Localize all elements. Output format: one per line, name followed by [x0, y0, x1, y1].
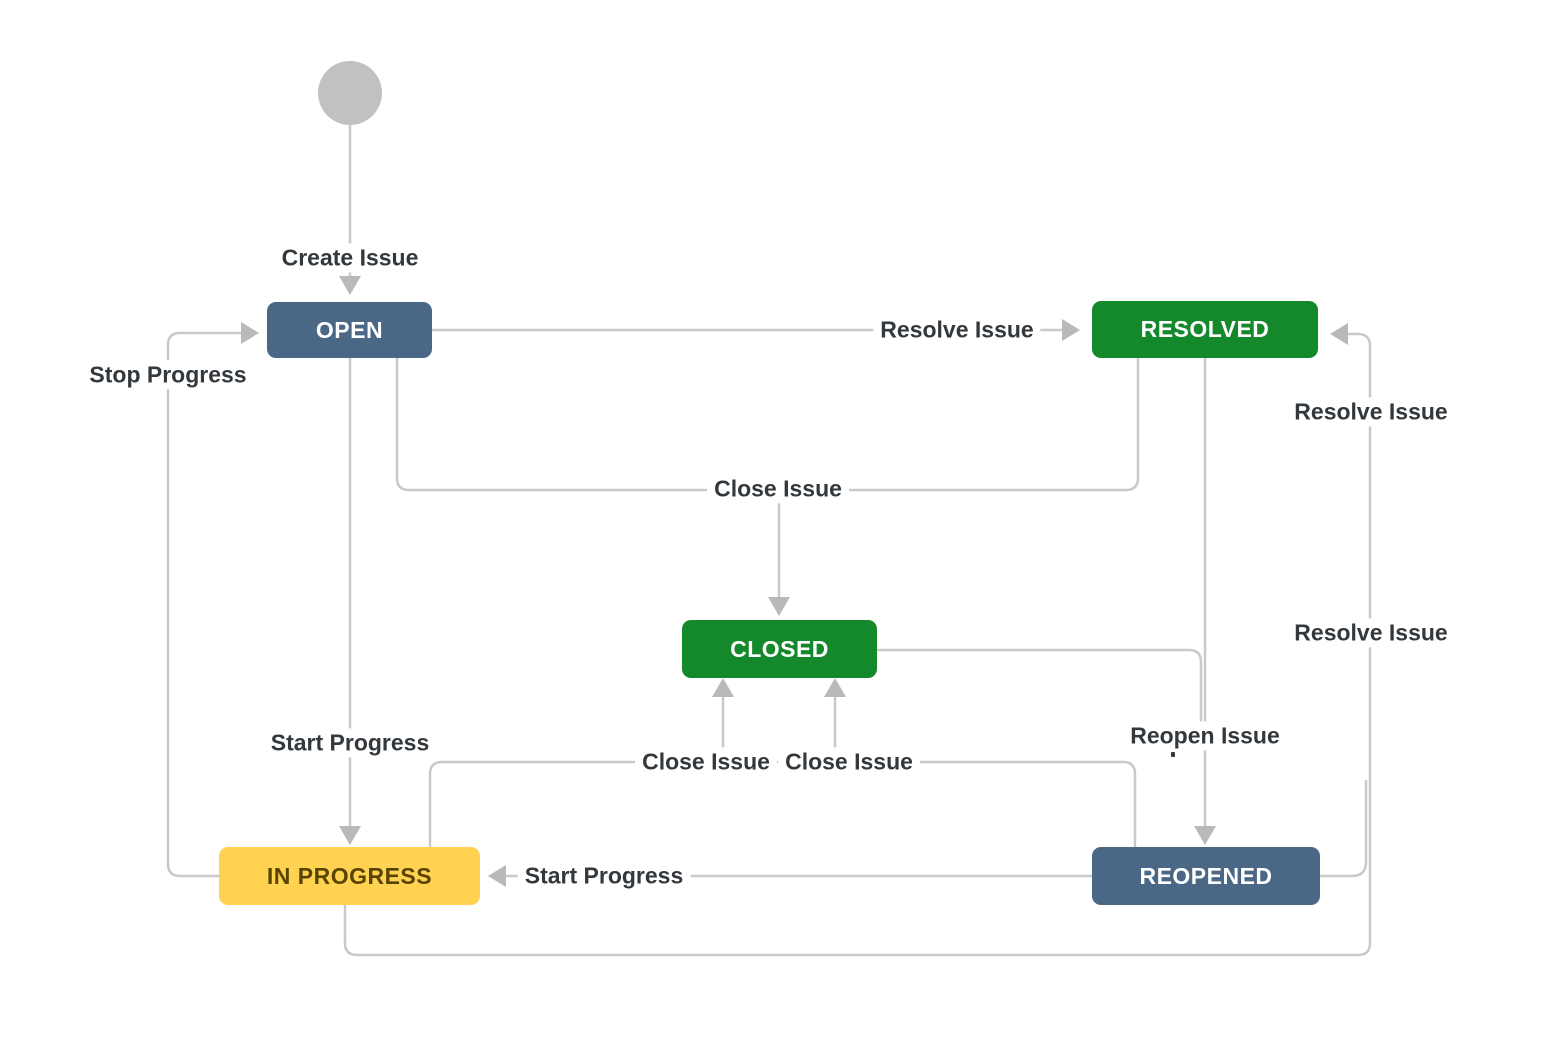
label-start-progress-mid: Start Progress — [517, 861, 691, 891]
node-open[interactable]: OPEN — [267, 302, 432, 358]
label-reopen-issue: Reopen Issue — [1123, 721, 1287, 751]
edge-resolve-issue-loop — [343, 332, 1372, 957]
arrowhead-close-issue-mid — [768, 597, 790, 616]
label-resolve-issue-top: Resolve Issue — [873, 315, 1041, 345]
arrowhead-create-issue — [339, 276, 361, 295]
label-create-issue: Create Issue — [274, 243, 426, 273]
arrowhead-stop-progress — [241, 322, 259, 344]
arrowhead-reopen-issue — [1194, 826, 1216, 845]
arrowhead-start-progress — [339, 826, 361, 845]
node-reopened[interactable]: REOPENED — [1092, 847, 1320, 905]
node-closed[interactable]: CLOSED — [682, 620, 877, 678]
label-close-issue-right: Close Issue — [778, 747, 920, 777]
edge-reopened-to-resolved — [1320, 780, 1368, 878]
node-resolved[interactable]: RESOLVED — [1092, 301, 1318, 358]
label-resolve-issue-right-lower: Resolve Issue — [1287, 618, 1455, 648]
label-resolve-issue-right-upper: Resolve Issue — [1287, 397, 1455, 427]
reopen-issue-dot — [1171, 752, 1175, 757]
node-in-progress[interactable]: IN PROGRESS — [219, 847, 480, 905]
start-node-circle[interactable] — [318, 61, 382, 125]
arrowhead-resolve-issue-right — [1330, 323, 1348, 345]
label-stop-progress: Stop Progress — [82, 360, 254, 390]
edge-stop-progress — [166, 331, 241, 878]
edge-close-issue-merge — [395, 358, 1140, 492]
label-close-issue-mid: Close Issue — [707, 474, 849, 504]
label-start-progress: Start Progress — [263, 728, 437, 758]
arrowhead-close-issue-right — [824, 678, 846, 697]
label-close-issue-left: Close Issue — [635, 747, 777, 777]
arrowhead-start-progress-mid — [488, 865, 506, 887]
edge-closed-to-reopened — [877, 648, 1203, 745]
arrowhead-resolve-issue-top — [1062, 319, 1080, 341]
arrowhead-close-issue-left — [712, 678, 734, 697]
